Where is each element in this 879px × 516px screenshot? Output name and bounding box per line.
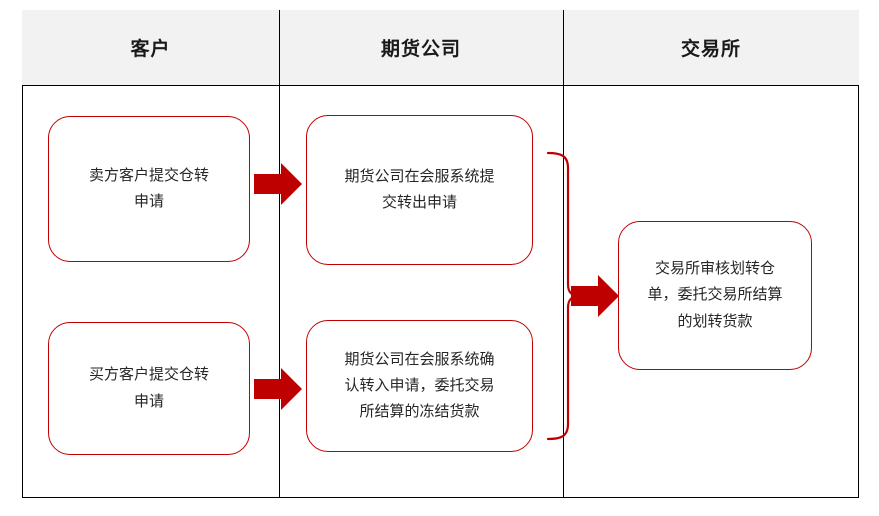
arrow-right-icon-seller-to-transfer-out (254, 163, 302, 205)
node-exchange-audit[interactable]: 交易所审核划转仓单，委托交易所结算的划转货款 (618, 221, 812, 370)
node-buyer-apply-label: 买方客户提交仓转申请 (88, 366, 209, 410)
node-transfer-in-confirm-label: 期货公司在会服系统确认转入申请，委托交易所结算的冻结货款 (344, 350, 495, 421)
column-header-customer: 客户 (130, 39, 171, 60)
arrow-right-icon-buyer-to-transfer-in (254, 368, 302, 410)
swimlane-header-row: 客户 期货公司 交易所 (22, 10, 859, 86)
node-transfer-out-request-label: 期货公司在会服系统提交转出申请 (344, 167, 495, 211)
arrow-right-icon-merge-to-exchange (571, 275, 619, 317)
node-seller-apply[interactable]: 卖方客户提交仓转申请 (48, 116, 250, 262)
column-header-exchange: 交易所 (680, 39, 741, 60)
node-buyer-apply[interactable]: 买方客户提交仓转申请 (48, 322, 250, 455)
column-header-futures-company: 期货公司 (380, 39, 461, 60)
column-divider-1 (279, 10, 280, 498)
node-seller-apply-label: 卖方客户提交仓转申请 (88, 166, 209, 210)
column-divider-2 (563, 10, 564, 498)
node-transfer-in-confirm[interactable]: 期货公司在会服系统确认转入申请，委托交易所结算的冻结货款 (306, 320, 533, 452)
node-transfer-out-request[interactable]: 期货公司在会服系统提交转出申请 (306, 115, 533, 265)
node-exchange-audit-label: 交易所审核划转仓单，委托交易所结算的划转货款 (647, 260, 783, 330)
